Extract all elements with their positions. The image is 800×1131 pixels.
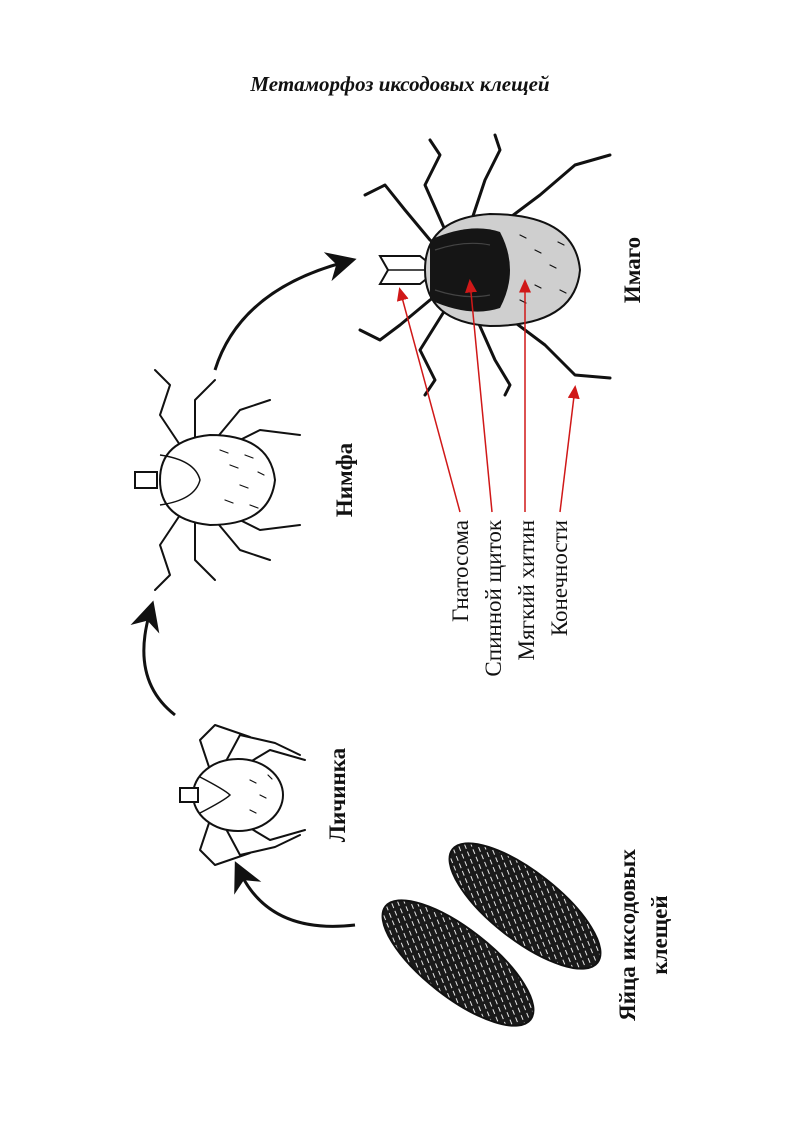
label-part-dorsal-shield: Спинной щиток: [481, 519, 506, 676]
nymph-illustration: [134, 369, 301, 591]
label-larva: Личинка: [325, 747, 350, 842]
arrow-eggs-to-larva: [234, 861, 356, 928]
part-pointers: [396, 279, 580, 513]
pointer-dorsal-shield: [465, 279, 493, 513]
arrow-nymph-to-adult: [213, 252, 357, 371]
diagram-title: Метаморфоз иксодовых клещей: [250, 72, 550, 96]
adult-illustration: [358, 133, 612, 397]
label-nymph: Нимфа: [332, 442, 357, 517]
label-adult: Имаго: [620, 237, 645, 303]
label-part-soft-chitin: Мягкий хитин: [514, 520, 539, 660]
arrow-larva-to-nymph: [130, 600, 176, 717]
label-part-gnathosoma: Гнатосома: [448, 520, 473, 622]
label-eggs-line1: Яйца иксодовых: [615, 849, 640, 1021]
egg-illustration: [381, 842, 602, 1027]
pointer-limbs: [559, 385, 580, 513]
label-eggs-line2: клещей: [647, 895, 672, 974]
label-part-limbs: Конечности: [547, 520, 572, 636]
pointer-gnathosoma: [396, 287, 461, 513]
larva-illustration: [179, 724, 306, 866]
